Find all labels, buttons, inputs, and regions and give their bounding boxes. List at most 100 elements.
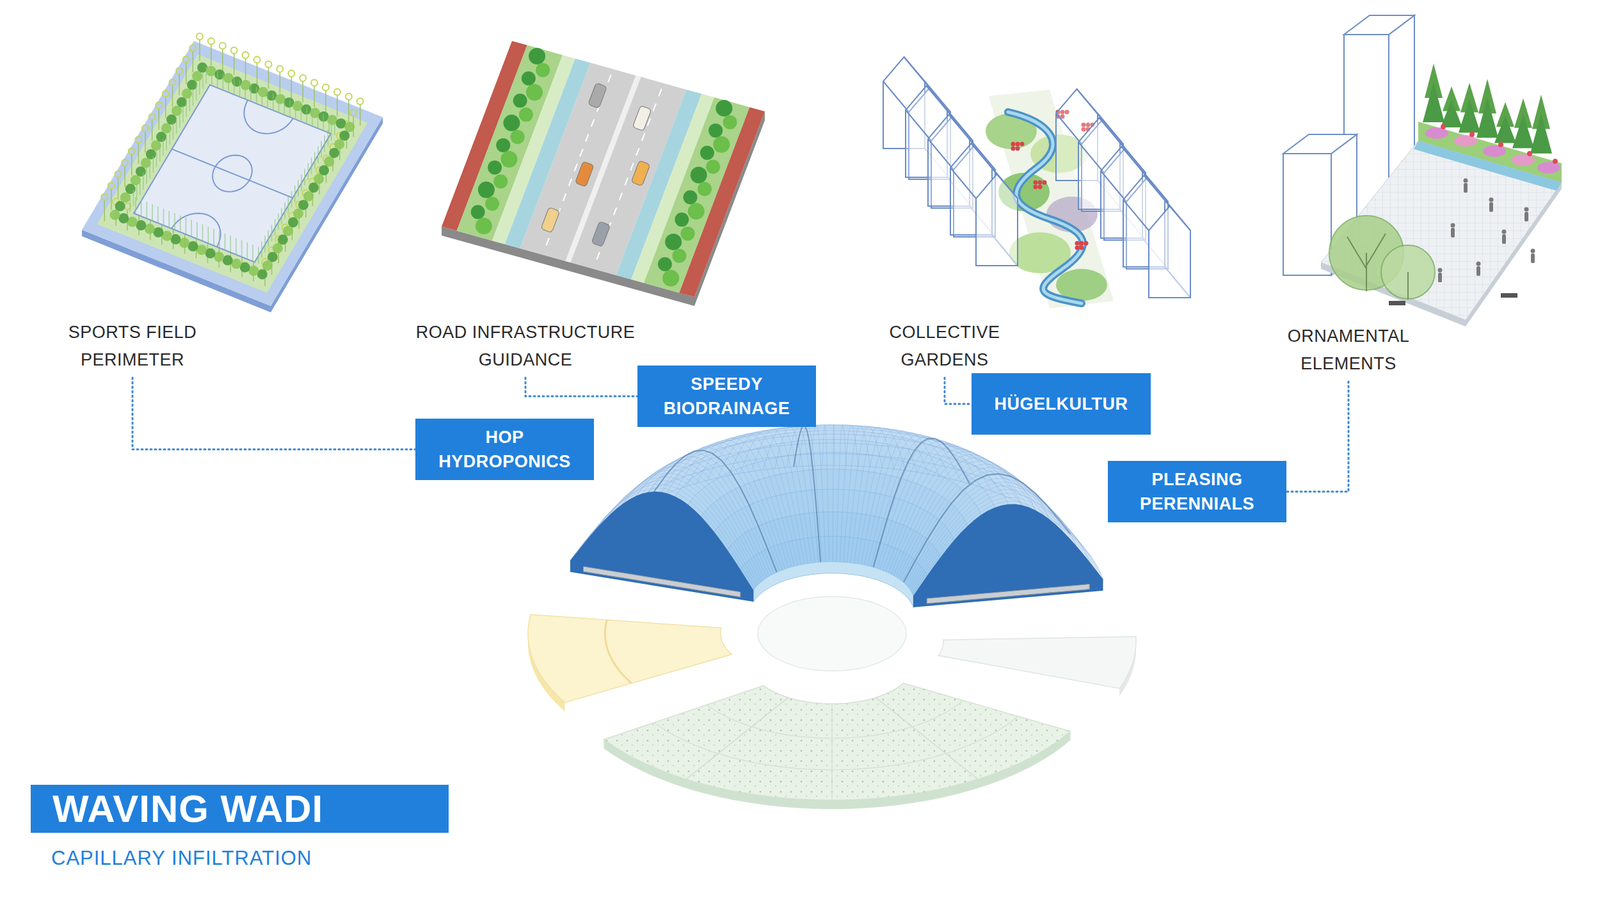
- hedge-tree: [181, 88, 192, 99]
- fence-post: [311, 157, 313, 175]
- fence-post: [241, 240, 243, 257]
- street-tree: [697, 181, 712, 196]
- hop-vine: [291, 76, 293, 98]
- fence-post: [305, 107, 308, 125]
- fir-tree: [1512, 114, 1535, 149]
- green-sector-ring: [706, 700, 964, 738]
- lane-dash: [597, 252, 600, 260]
- dome-mesh: [786, 426, 819, 563]
- hedge-tree: [110, 209, 121, 221]
- street-tree: [535, 63, 550, 78]
- flower-dot: [1469, 131, 1475, 137]
- court-circle: [212, 154, 253, 192]
- fence-post: [211, 69, 213, 86]
- application-label: ROAD INFRASTRUCTURE GUIDANCE: [397, 318, 654, 378]
- fence-post: [196, 222, 198, 239]
- berry: [1033, 184, 1039, 190]
- technique-box: PLEASING PERENNIALS: [1107, 460, 1287, 523]
- fence-post: [192, 88, 194, 106]
- field-border: [81, 40, 383, 306]
- hop-coil: [162, 90, 169, 98]
- fence-post: [317, 112, 319, 129]
- node-text: SPORTS FIELD PERIMETER: [46, 318, 219, 374]
- fence-post: [213, 229, 215, 246]
- street-tree: [519, 107, 534, 122]
- fence-post: [235, 238, 237, 255]
- hop-coil: [242, 51, 249, 59]
- green-sector-texture: [604, 682, 1071, 800]
- fence-post: [195, 83, 198, 100]
- wadi-illustration: [528, 424, 1136, 809]
- fence-post: [139, 178, 141, 196]
- berry: [1079, 245, 1085, 251]
- fence-post: [168, 210, 171, 228]
- fence-post: [208, 226, 210, 244]
- fence-post: [323, 113, 325, 131]
- hop-vine: [245, 58, 247, 80]
- fir-tree: [1458, 98, 1481, 133]
- car: [632, 105, 652, 132]
- building-top: [1344, 15, 1415, 35]
- street-tree: [690, 167, 708, 184]
- hedge-tree: [328, 147, 340, 159]
- street-tree: [657, 257, 672, 272]
- fence-post: [317, 146, 319, 164]
- berry: [1020, 142, 1025, 147]
- berry: [1038, 184, 1043, 190]
- hop-coil: [345, 93, 352, 100]
- dome-seam: [793, 425, 821, 562]
- person-body: [1502, 234, 1506, 244]
- person-head: [1476, 261, 1481, 267]
- lane-dash: [585, 134, 589, 143]
- house-front: [1148, 206, 1191, 298]
- fence-post: [146, 201, 148, 219]
- field-green-band: [97, 54, 368, 294]
- house-edge: [1078, 142, 1104, 173]
- fir-tree: [1476, 97, 1499, 139]
- berry: [1075, 245, 1080, 251]
- dome-patch: [830, 452, 843, 470]
- fence-post: [152, 156, 155, 173]
- hop-vine: [313, 85, 315, 107]
- car: [540, 207, 560, 233]
- hop-vine: [336, 95, 338, 117]
- collective-garden-illustration: [883, 56, 1191, 309]
- street-tree: [700, 145, 715, 160]
- person-body: [1489, 202, 1494, 212]
- road-illustration: [441, 40, 765, 306]
- hedge-tree: [298, 199, 309, 210]
- green-sector-ring: [654, 716, 1019, 770]
- dome-patch: [830, 536, 840, 562]
- bench: [1388, 300, 1406, 306]
- fir-tree: [1422, 81, 1445, 123]
- lane-dash: [653, 103, 656, 112]
- fence-post: [135, 197, 137, 214]
- hop-vine: [104, 200, 106, 222]
- flower-dot: [1440, 124, 1446, 130]
- fence-post: [274, 218, 276, 236]
- street-tree: [526, 83, 543, 101]
- dome-patch: [830, 488, 841, 512]
- berry: [1079, 241, 1085, 246]
- fence-post: [165, 133, 168, 151]
- fence-post: [261, 88, 264, 106]
- hop-coil: [264, 60, 272, 68]
- fence-post: [284, 97, 286, 115]
- street-tree: [521, 71, 536, 86]
- berry: [1011, 146, 1016, 152]
- house-edge: [1144, 175, 1170, 207]
- flower-cluster: [1454, 135, 1478, 147]
- application-label: SPORTS FIELD PERIMETER: [46, 318, 219, 378]
- hedge-tree: [262, 260, 273, 271]
- fence-post: [295, 103, 297, 120]
- berry: [1015, 146, 1021, 152]
- fence-post: [300, 104, 303, 122]
- house-edge: [904, 56, 930, 88]
- hedge-tree: [339, 130, 350, 141]
- fence-post: [182, 105, 184, 123]
- street-tree: [513, 93, 528, 108]
- node-text: PLEASING PERENNIALS: [1118, 467, 1277, 516]
- fence-post: [250, 84, 252, 102]
- fence-post: [159, 144, 161, 162]
- car: [591, 221, 611, 248]
